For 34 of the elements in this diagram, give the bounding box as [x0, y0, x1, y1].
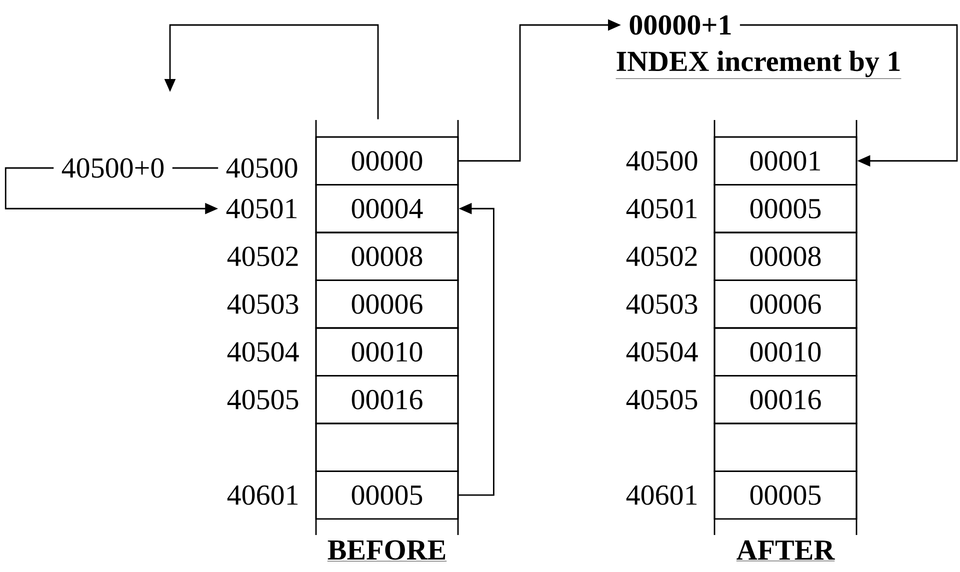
memory-cell: 00008: [714, 232, 858, 281]
memory-cell: 00005: [714, 184, 858, 234]
memory-cell: 00005: [315, 470, 459, 520]
memory-cell: 00010: [315, 327, 459, 376]
address-label: 40502: [626, 246, 697, 266]
memory-cell: [315, 422, 459, 472]
memory-cell: 00010: [714, 327, 858, 376]
address-label: 40505: [626, 390, 698, 410]
memory-cell: 00016: [315, 375, 459, 424]
address-label: 40601: [227, 485, 298, 505]
address-label: 40500: [226, 158, 298, 178]
address-label: 40500: [626, 151, 698, 171]
memory-cell: 00005: [714, 470, 858, 520]
result-text: 00000+1: [630, 15, 731, 35]
address-label: 40503: [626, 294, 698, 314]
memory-cell: 00016: [714, 375, 858, 424]
address-label: 40601: [626, 485, 697, 505]
address-label: 40503: [227, 294, 298, 314]
memory-cell: [714, 422, 858, 472]
offset-text: 40500+0: [62, 158, 164, 178]
heading: INDEX increment by 1: [616, 50, 902, 79]
memory-cell: 00008: [315, 232, 459, 281]
address-label: 40501: [626, 198, 697, 218]
memory-cell: 00004: [315, 184, 459, 234]
address-label: 40501: [226, 198, 297, 218]
memory-cell: 00000: [315, 136, 459, 186]
address-label: 40502: [227, 246, 298, 266]
arrow: [740, 24, 958, 167]
memory-cell: 00001: [714, 136, 858, 186]
memory-cell: 00006: [315, 280, 459, 329]
memory-cell: 00006: [714, 280, 858, 329]
address-label: 40505: [227, 390, 298, 410]
address-label: 40504: [626, 342, 698, 362]
address-label: 40504: [227, 342, 299, 362]
